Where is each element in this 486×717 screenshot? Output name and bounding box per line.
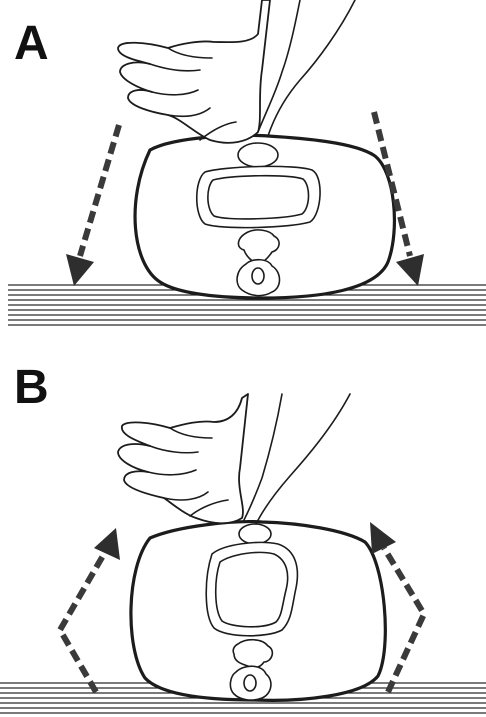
releasing-hand xyxy=(118,394,350,524)
panel-b: B xyxy=(0,358,486,716)
heart-outer xyxy=(206,542,297,635)
panel-a-illustration xyxy=(0,0,486,358)
panel-label-a: A xyxy=(14,20,49,68)
panel-label-b: B xyxy=(14,364,49,412)
arrow-left-up xyxy=(60,528,120,692)
arrow-left-down xyxy=(66,125,119,286)
panel-a: A xyxy=(0,0,486,358)
sternum xyxy=(239,524,271,544)
sternum xyxy=(238,143,278,167)
compressing-hand xyxy=(118,0,355,143)
panel-b-illustration xyxy=(0,358,486,716)
